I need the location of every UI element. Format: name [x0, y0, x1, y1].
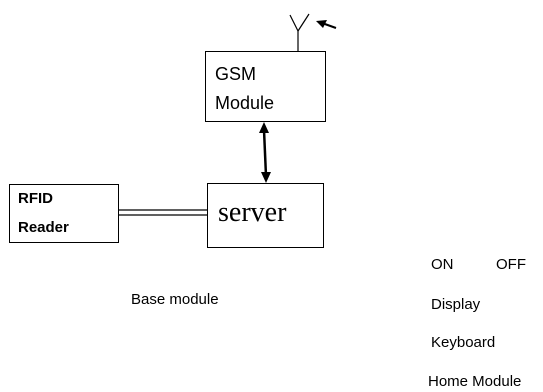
server-label: server: [218, 197, 287, 228]
home-off-label: OFF: [496, 256, 526, 273]
rfid-reader-box: [9, 184, 119, 243]
gsm-module-box: [205, 51, 326, 122]
gsm-server-bidirectional-arrow: [259, 122, 271, 183]
rfid-reader-label-line1: RFID: [18, 190, 53, 207]
antenna-icon: [289, 13, 310, 51]
rfid-reader-label-line2: Reader: [18, 219, 69, 236]
base-module-label: Base module: [131, 291, 219, 308]
server-box: [207, 183, 324, 248]
home-module-title: Home Module: [428, 373, 522, 390]
rfid-server-link: [119, 209, 207, 216]
gsm-module-label-line1: GSM: [215, 64, 257, 84]
home-keyboard-label: Keyboard: [431, 334, 496, 351]
gsm-module-label-line2: Module: [215, 93, 275, 113]
home-display-label: Display: [431, 296, 481, 313]
home-on-label: ON: [431, 256, 454, 273]
signal-arrow-icon: [316, 20, 337, 29]
